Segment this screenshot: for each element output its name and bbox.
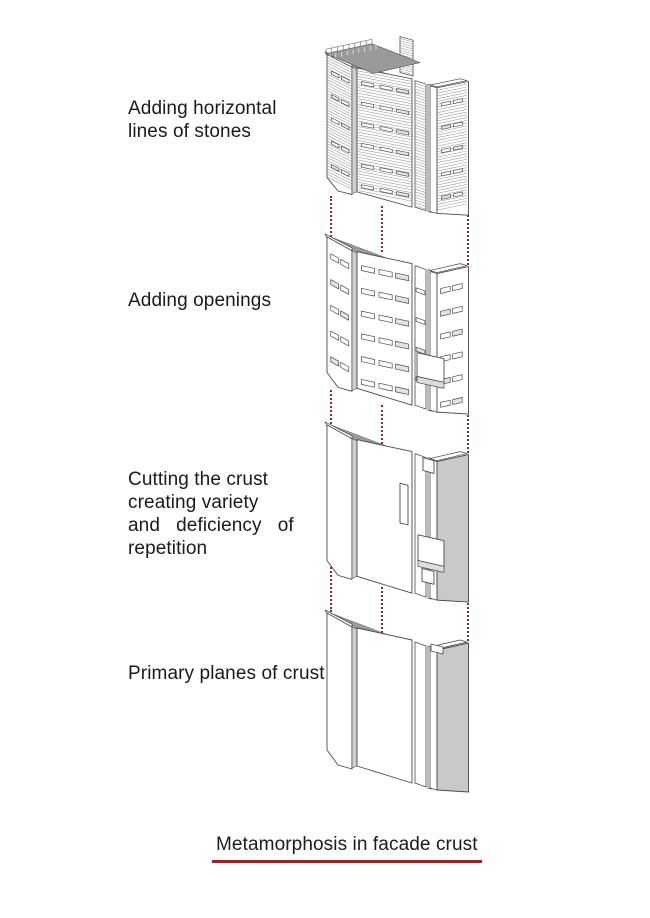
red-dotted-guide-line (381, 206, 383, 252)
illustration-facade-with-openings (324, 233, 469, 415)
diagram-title: Metamorphosis in facade crust (212, 834, 482, 863)
stage-label-stone-lines: Adding horizontal lines of stones (128, 98, 277, 142)
stage-label-openings: Adding openings (128, 290, 272, 311)
red-dotted-guide-line (381, 405, 383, 448)
stage-label-primary: Primary planes of crust (128, 663, 325, 684)
red-dotted-guide-line (330, 390, 332, 444)
red-dotted-guide-line (330, 196, 332, 240)
red-dotted-guide-line (381, 582, 383, 633)
illustration-facade-with-cuts (324, 421, 469, 603)
stage-label-cutting: Cutting the crust creating variety and d… (128, 469, 294, 559)
illustration-primary-facade-planes (324, 609, 469, 793)
red-dotted-guide-line (467, 212, 469, 648)
red-dotted-guide-line (330, 564, 332, 612)
illustration-facade-with-horizontal-stone-lines (324, 36, 469, 216)
